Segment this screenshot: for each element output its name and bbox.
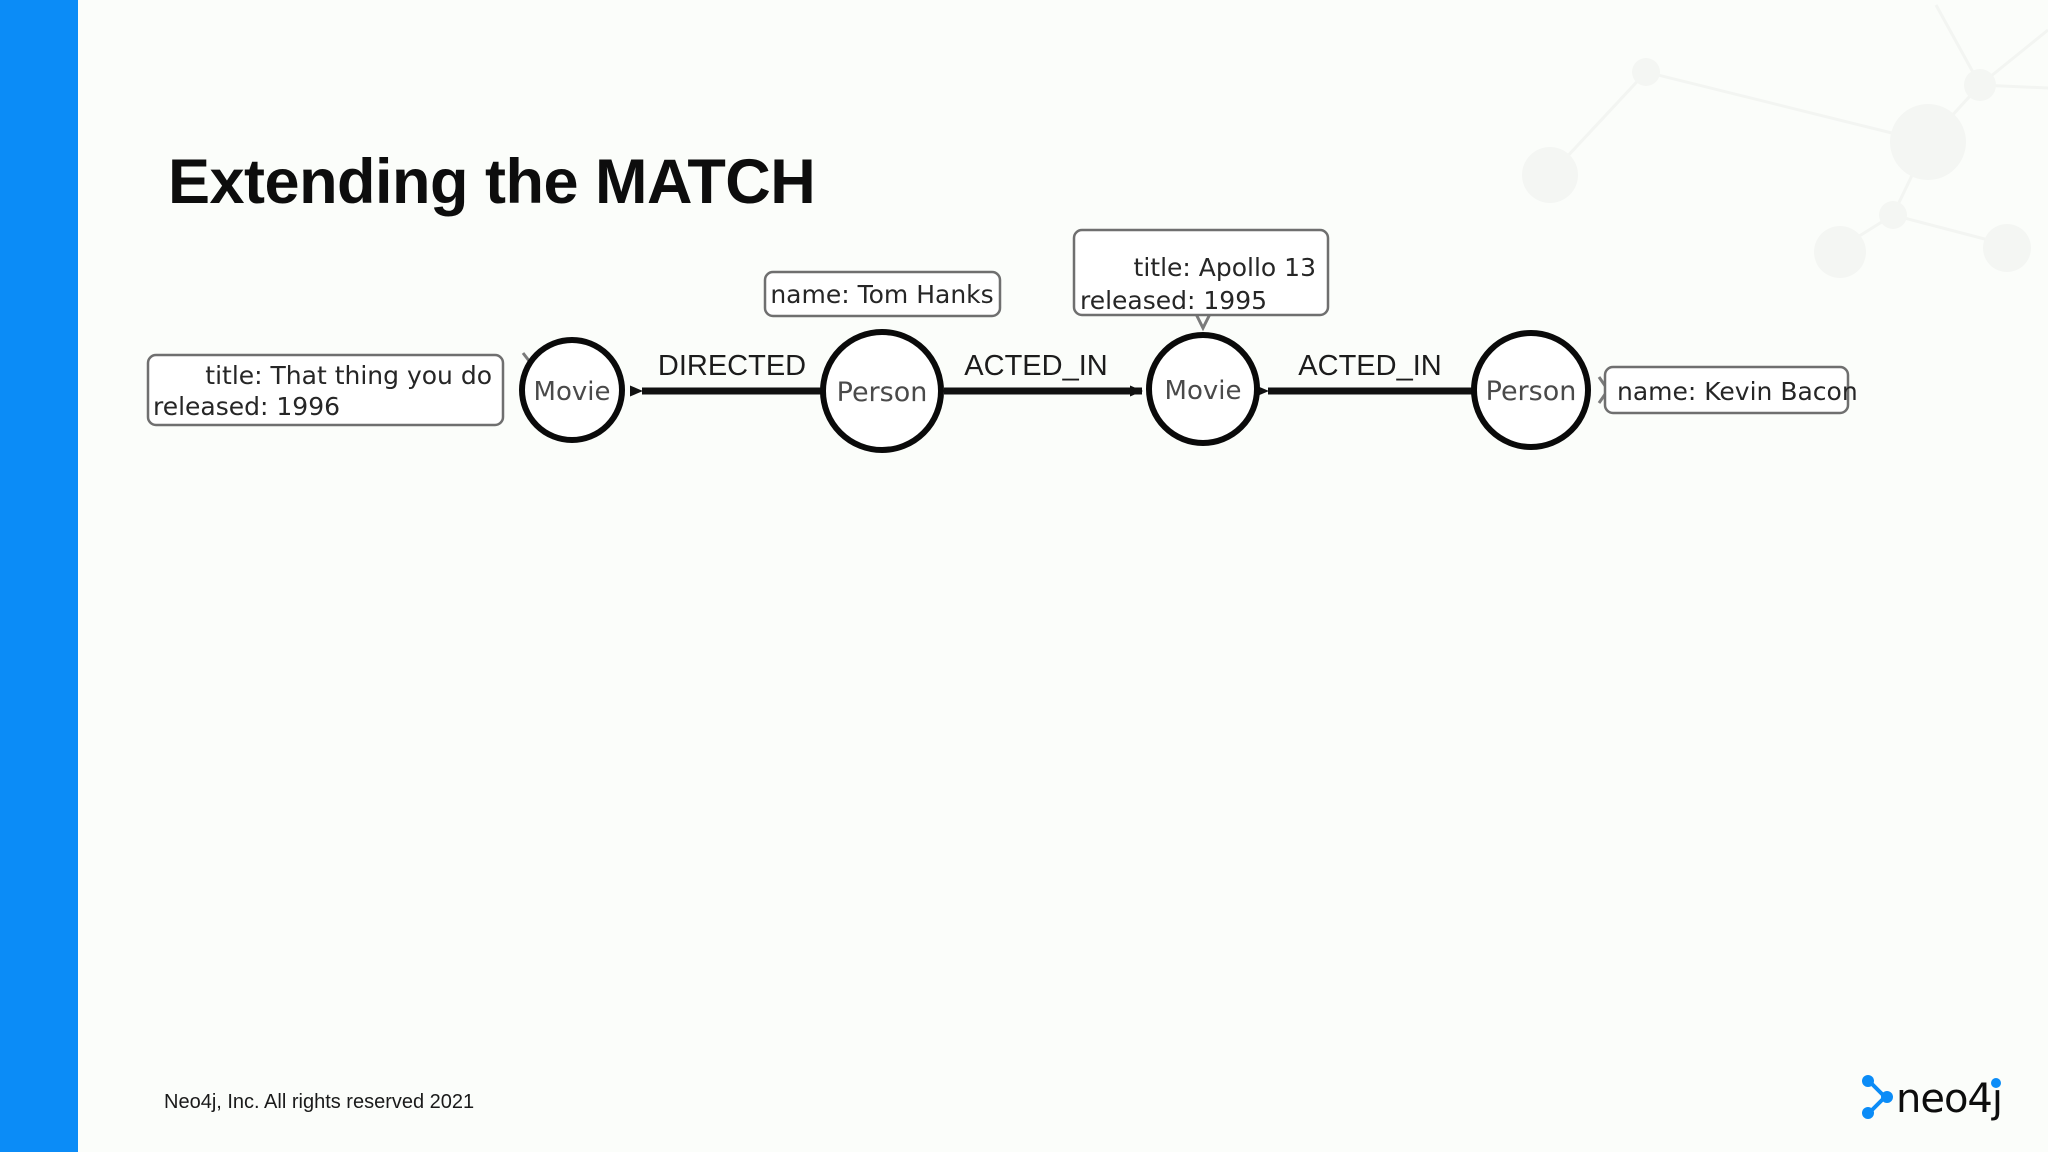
node-label: Person <box>1486 376 1577 407</box>
logo-mark-icon <box>1862 1075 1893 1119</box>
property-box-person-hanks: name: Tom Hanks <box>763 270 1002 318</box>
property-line: released: 1995 <box>1080 286 1267 315</box>
graph-node-movie-mid[interactable]: Movie <box>1146 332 1260 446</box>
node-label: Movie <box>1165 376 1242 406</box>
neo4j-logo: neo4j <box>1860 1070 2010 1124</box>
relationship-label-acted-in-2: ACTED_IN <box>1298 350 1441 382</box>
property-line: name: Tom Hanks <box>770 280 993 309</box>
property-box-movie-mid: title: Apollo 13 released: 1995 <box>1072 228 1330 332</box>
relationship-label-directed: DIRECTED <box>658 350 806 382</box>
accent-stripe <box>0 0 78 1152</box>
relationship-label-acted-in-1: ACTED_IN <box>964 350 1107 382</box>
property-line: released: 1996 <box>153 392 340 421</box>
node-label: Person <box>837 377 928 408</box>
node-label: Movie <box>534 377 611 407</box>
graph-node-movie-left[interactable]: Movie <box>519 337 625 443</box>
property-box-movie-left: title: That thing you do released: 1996 <box>146 352 539 427</box>
logo-j-dot-icon <box>1991 1078 2001 1088</box>
property-line: title: Apollo 13 <box>1134 253 1316 282</box>
logo-wordmark: neo4j <box>1896 1076 2002 1122</box>
property-line: name: Kevin Bacon <box>1617 377 1858 406</box>
graph-node-person-bacon[interactable]: Person <box>1471 330 1591 450</box>
footer-copyright: Neo4j, Inc. All rights reserved 2021 <box>164 1091 475 1113</box>
property-box-person-bacon: name: Kevin Bacon <box>1597 365 1858 415</box>
graph-node-person-hanks[interactable]: Person <box>820 329 944 453</box>
page-title: Extending the MATCH <box>168 147 816 218</box>
property-line: title: That thing you do <box>205 361 492 390</box>
